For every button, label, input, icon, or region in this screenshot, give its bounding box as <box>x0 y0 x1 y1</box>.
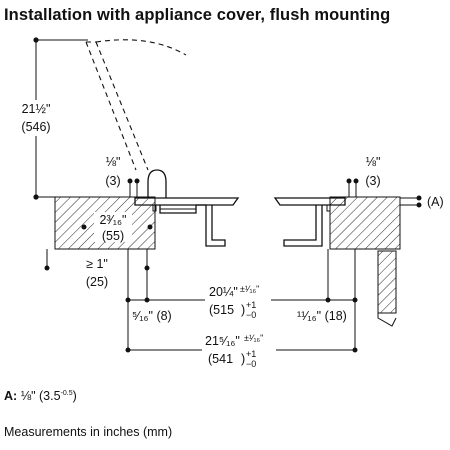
dim-lid-height: 21½" (546) <box>14 37 88 200</box>
units-note: Measurements in inches (mm) <box>4 425 173 439</box>
gap-left-mm: (3) <box>105 174 120 188</box>
lid-height-inch: 21½" <box>22 102 51 116</box>
dim-cutout: 20¼" ±¹⁄₁₆" (515 +1 ) −0 <box>125 249 358 350</box>
cabinet-panel-edge <box>377 313 397 327</box>
page-title: Installation with appliance cover, flush… <box>4 6 391 24</box>
overall-tolerance: ±¹⁄₁₆" <box>244 333 263 343</box>
offset-right-label: ¹¹⁄₁₆" (18) <box>297 309 347 323</box>
lid-height-mm: (546) <box>21 120 50 134</box>
note-a-tolerance: -0.5 <box>60 389 73 397</box>
cutout-tolerance: ±¹⁄₁₆" <box>240 284 259 294</box>
overall-mm-tolerance: +1 <box>246 349 256 359</box>
overall-mm: (541 <box>208 352 233 366</box>
dim-min-distance: ≥ 1" (25) <box>44 249 150 300</box>
dim-overall: 21⁵⁄₁₆" ±¹⁄₁₆" (541 +1 ) −0 <box>125 333 358 369</box>
dim-depth: 2³⁄₁₆" (55) <box>81 212 153 243</box>
dim-gap-left: ⅛" (3) <box>105 155 140 197</box>
cutout-mm: (515 <box>209 303 234 317</box>
cabinet-side-panel <box>377 250 397 314</box>
min-inch: ≥ 1" <box>86 257 108 271</box>
note-a-close: ) <box>72 389 77 403</box>
appliance-right <box>273 197 346 247</box>
min-mm: (25) <box>86 275 108 289</box>
note-a-value: ⅛" (3.5 <box>20 389 61 403</box>
svg-text:−0: −0 <box>246 310 256 320</box>
ref-a-label: (A) <box>427 195 444 209</box>
svg-text:): ) <box>241 352 245 366</box>
note-a-label: A: <box>4 389 18 403</box>
gap-right-mm: (3) <box>365 174 380 188</box>
gap-left-inch: ⅛" <box>106 155 121 169</box>
worktop-right <box>329 196 401 250</box>
dim-ref-a: (A) <box>400 195 444 209</box>
depth-inch: 2³⁄₁₆" <box>100 213 127 227</box>
appliance-cover-open <box>85 39 187 171</box>
dim-gap-right: ⅛" (3) <box>346 155 381 197</box>
svg-text:−0: −0 <box>246 359 256 369</box>
gap-right-inch: ⅛" <box>366 155 381 169</box>
note-a: A: ⅛" (3.5-0.5) <box>4 389 77 403</box>
svg-text:): ) <box>241 303 245 317</box>
overall-inch: 21⁵⁄₁₆" <box>205 334 240 348</box>
offset-left-label: ⁵⁄₁₆" (8) <box>132 309 172 323</box>
cutout-mm-tolerance: +1 <box>246 300 256 310</box>
cutout-inch: 20¼" <box>209 285 238 299</box>
depth-mm: (55) <box>102 229 124 243</box>
appliance-left <box>134 169 240 247</box>
